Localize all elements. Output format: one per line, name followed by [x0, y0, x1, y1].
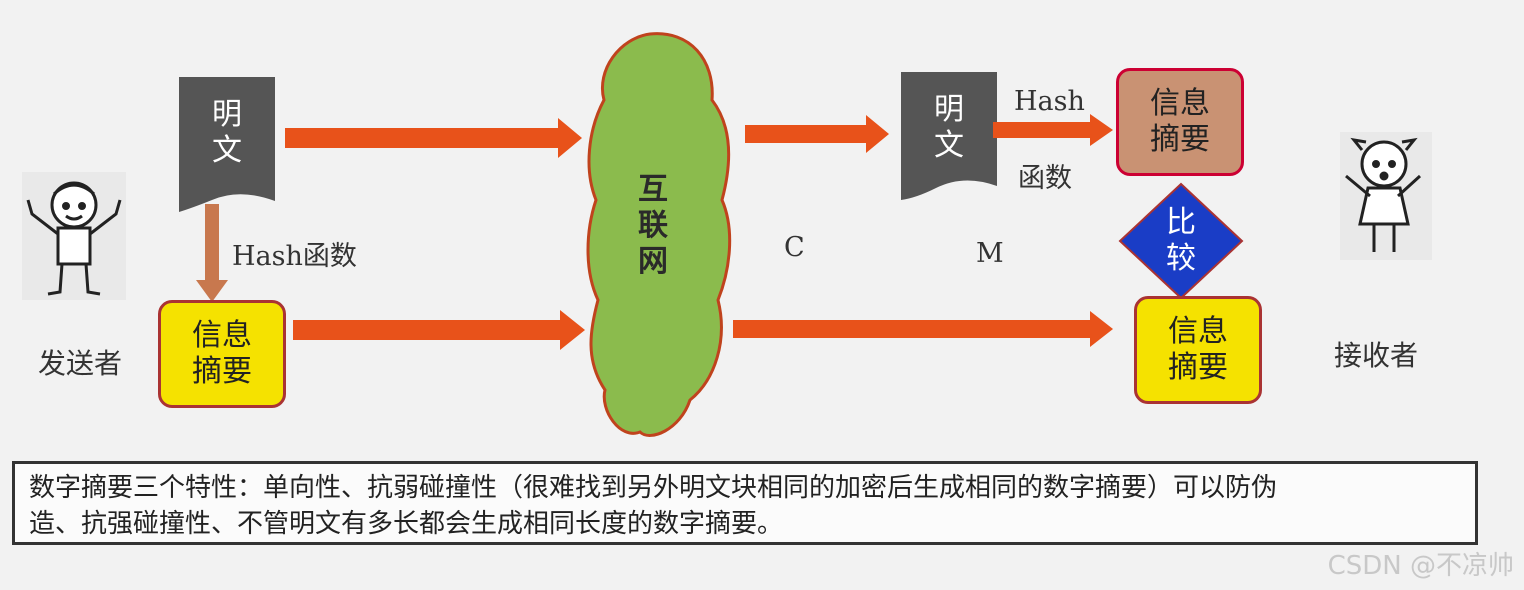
receiver-person-icon: [1340, 132, 1432, 260]
sender-digest-line1: 信息: [192, 318, 252, 353]
compare-label: 比 较: [1151, 205, 1211, 277]
compare-line1: 比: [1166, 205, 1196, 240]
receiver-received-digest-line1: 信息: [1168, 314, 1228, 349]
arrow-plaintext-to-digest: [196, 204, 228, 302]
sender-label: 发送者: [38, 347, 123, 380]
watermark: CSDN @不凉帅: [1327, 551, 1514, 581]
receiver-computed-digest-line2: 摘要: [1150, 122, 1210, 157]
sender-plaintext-doc: [179, 77, 275, 212]
sender-person-icon: [22, 172, 126, 300]
sender-doc-text: 明 文: [179, 97, 275, 169]
internet-line2: 联: [638, 208, 668, 243]
sender-doc-line2: 文: [212, 133, 242, 168]
receiver-received-digest-line2: 摘要: [1168, 350, 1228, 385]
note-line2: 造、抗强碰撞性、不管明文有多长都会生成相同长度的数字摘要。: [29, 509, 784, 539]
receiver-plaintext-doc: [901, 72, 997, 200]
internet-label: 互 联 网: [630, 172, 676, 280]
arrow-digest-to-internet: [293, 310, 585, 350]
label-c: C: [784, 232, 805, 263]
receiver-hash-label-top: Hash: [1014, 86, 1085, 117]
receiver-computed-digest-line1: 信息: [1150, 86, 1210, 121]
internet-cloud: [586, 32, 732, 437]
receiver-label: 接收者: [1334, 339, 1419, 372]
compare-line2: 较: [1166, 241, 1196, 276]
arrow-plaintext-to-internet: [285, 118, 582, 158]
sender-digest-box: 信息 摘要: [158, 300, 286, 408]
arrow-internet-to-receiver-doc: [745, 115, 889, 153]
receiver-received-digest-box: 信息 摘要: [1134, 296, 1262, 404]
arrow-receiver-doc-to-digest: [993, 114, 1113, 146]
arrow-internet-to-received-digest: [733, 311, 1113, 347]
internet-line3: 网: [638, 244, 668, 279]
sender-digest-line2: 摘要: [192, 354, 252, 389]
sender-hash-label: Hash函数: [232, 241, 357, 272]
properties-note: 数字摘要三个特性：单向性、抗弱碰撞性（很难找到另外明文块相同的加密后生成相同的数…: [12, 461, 1478, 545]
label-m: M: [976, 238, 1004, 269]
receiver-computed-digest-box: 信息 摘要: [1116, 68, 1244, 176]
receiver-doc-line2: 文: [934, 128, 964, 163]
sender-doc-line1: 明: [212, 97, 242, 132]
receiver-doc-line1: 明: [934, 92, 964, 127]
receiver-doc-text: 明 文: [901, 92, 997, 164]
note-line1: 数字摘要三个特性：单向性、抗弱碰撞性（很难找到另外明文块相同的加密后生成相同的数…: [29, 473, 1278, 503]
receiver-hash-label-bottom: 函数: [1018, 163, 1072, 194]
internet-line1: 互: [638, 172, 668, 207]
